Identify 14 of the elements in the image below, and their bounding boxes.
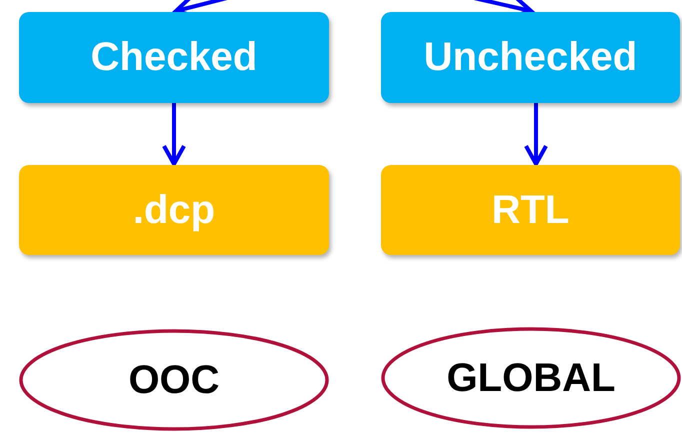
node-label: RTL — [492, 188, 570, 232]
process-box — [381, 12, 680, 103]
ellipse-node — [19, 329, 329, 431]
process-box — [19, 165, 329, 255]
arrow — [524, 103, 548, 166]
node-label: GLOBAL — [446, 356, 616, 400]
process-box — [381, 165, 680, 255]
node-label: OOC — [128, 358, 220, 402]
process-box — [19, 12, 329, 103]
node-label: Checked — [90, 35, 258, 80]
arrow — [162, 103, 186, 166]
node-label: .dcp — [132, 188, 216, 232]
node-label: Unchecked — [424, 35, 638, 80]
ellipse-node — [381, 327, 681, 429]
